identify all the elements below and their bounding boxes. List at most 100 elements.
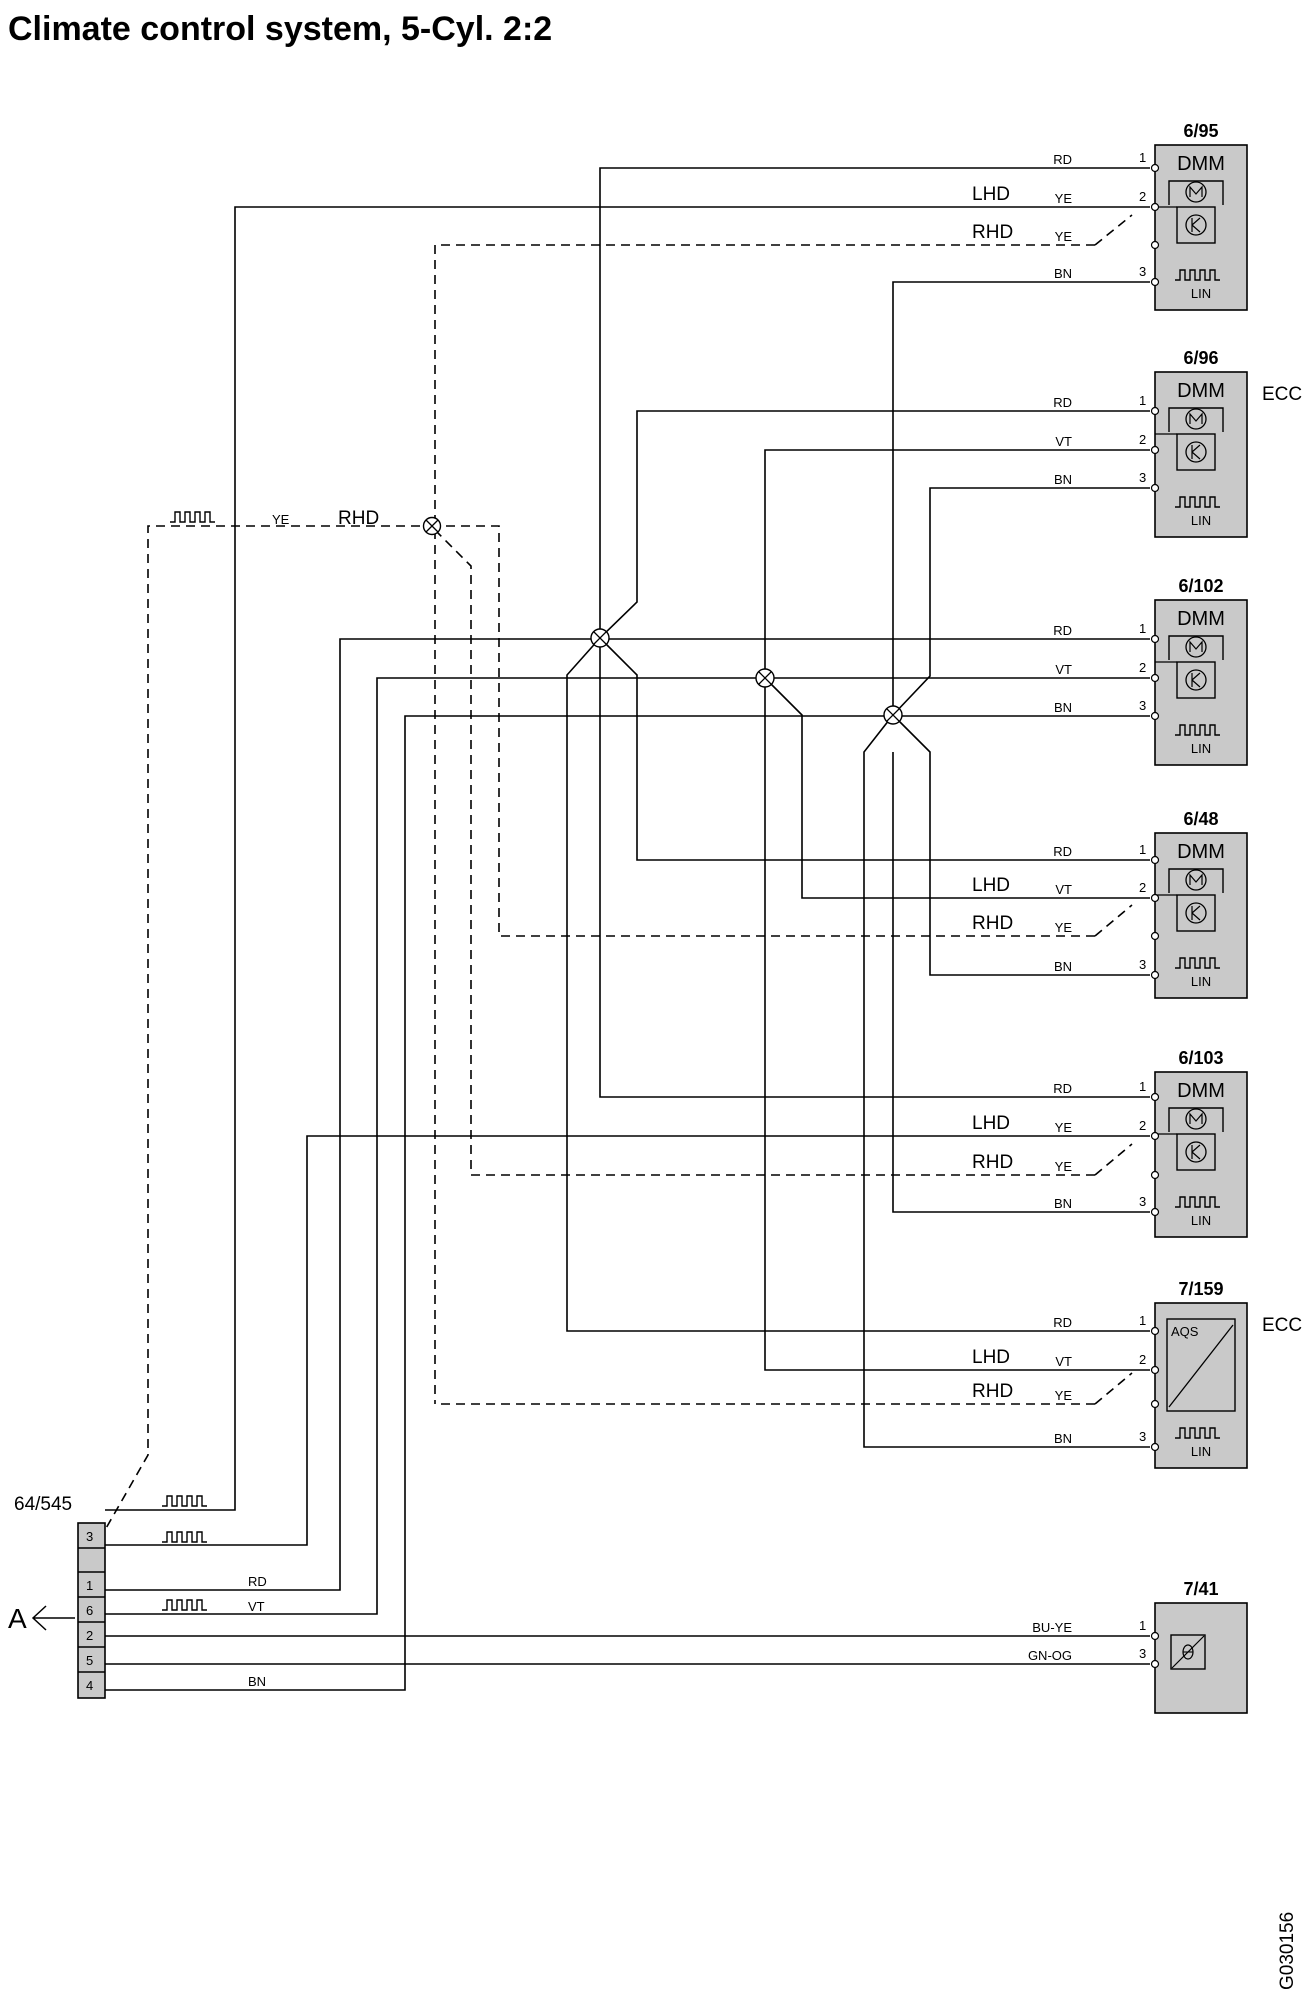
wire-7-159-rhd-link: [1094, 1372, 1133, 1405]
pin-row: 3BN: [1054, 957, 1160, 980]
wire-variant-label: RHD: [338, 508, 379, 529]
wire-variant: RHD: [972, 1152, 1013, 1173]
system-label: ECC: [1262, 1315, 1302, 1336]
wire-6-48-ye-rhd: [430, 525, 1095, 937]
connector-64-545: 64/545 3 1 6 2 5 4: [14, 1494, 106, 1699]
motor-icon: [1185, 869, 1207, 891]
wire-color: BN: [1054, 1431, 1072, 1446]
air-quality-sensor-icon: [1166, 1318, 1236, 1412]
pin-row: 2VT: [1055, 660, 1160, 683]
splice-point: [422, 516, 442, 536]
pin-number: 2: [1139, 189, 1146, 204]
pin-terminal: [1150, 893, 1160, 903]
wire-6-48-vt: [764, 677, 1150, 899]
splice-point: [883, 705, 903, 725]
lin-signal-icon: [161, 1495, 208, 1507]
wire-6-103-bn: [892, 752, 1150, 1213]
pin-row: 1 RD: [1053, 150, 1160, 173]
pin-row: 1RD: [1053, 621, 1160, 644]
module-label: DMM: [1177, 380, 1225, 402]
pin-row: 3 BN: [1054, 470, 1160, 493]
motor-icon: [1185, 1108, 1207, 1130]
pin-terminal: [1150, 1131, 1160, 1141]
wire-color: BN: [1054, 472, 1072, 487]
pin-number: 2: [1139, 1118, 1146, 1133]
wire-color: YE: [1055, 1388, 1073, 1403]
wire-6-96-vt: [764, 449, 1150, 678]
wire-color: BN: [1054, 266, 1072, 281]
wire-6-96-bn: [892, 487, 1150, 716]
pin-terminal: [1150, 970, 1160, 980]
wire-6-102-bn: [105, 715, 1150, 1691]
connector-id: 64/545: [14, 1494, 72, 1515]
transistor-icon: [1185, 214, 1207, 236]
pin-terminal: [1150, 483, 1160, 493]
wire-color: YE: [1055, 920, 1073, 935]
pin-number: 1: [1139, 150, 1146, 165]
pin-row: 2VT: [1055, 432, 1160, 455]
wire-color: VT: [1055, 434, 1072, 449]
wire-color: BN: [1054, 700, 1072, 715]
module-label: DMM: [1177, 841, 1225, 863]
wire-label: BN: [248, 1674, 266, 1689]
component-id: 6/95: [1183, 121, 1218, 141]
wire-variant: LHD: [972, 1347, 1010, 1368]
wire-variant: LHD: [972, 1113, 1010, 1134]
document-code: G030156: [1277, 1912, 1298, 1990]
component-id: 6/96: [1183, 348, 1218, 368]
component-box: [1154, 1602, 1248, 1714]
wire-color: RD: [1053, 152, 1072, 167]
lin-label: LIN: [1191, 974, 1211, 989]
motor-icon: [1185, 636, 1207, 658]
wire-6-103-rhd-link: [1094, 1143, 1133, 1176]
wire-variant: LHD: [972, 875, 1010, 896]
transistor-icon: [1185, 441, 1207, 463]
wire-6-48-bn: [892, 714, 1150, 976]
wire-color: RD: [1053, 844, 1072, 859]
pin-terminal: [1150, 1365, 1160, 1375]
lin-signal-icon: [161, 1531, 208, 1543]
wire-variant: RHD: [972, 913, 1013, 934]
pin-number: 2: [1139, 1352, 1146, 1367]
wire-7-159-vt: [764, 678, 1150, 1371]
component-id: 6/48: [1183, 809, 1218, 829]
pin-number: 3: [1139, 698, 1146, 713]
wire-color: RD: [1053, 1081, 1072, 1096]
pin-number: 3: [1139, 264, 1146, 279]
pin-terminal: [1150, 240, 1160, 250]
splice-point: [755, 668, 775, 688]
pin-terminal: [1150, 855, 1160, 865]
arrow-label: A: [8, 1603, 27, 1634]
lin-label: LIN: [1191, 1213, 1211, 1228]
pin-number: 3: [1139, 1646, 1146, 1661]
component-id: 7/159: [1178, 1279, 1223, 1299]
pin-row: 1 RD: [1053, 1079, 1160, 1102]
pin-row: 1RD: [1053, 1313, 1160, 1336]
wire-variant: RHD: [972, 222, 1013, 243]
pin-number: 2: [1139, 660, 1146, 675]
pin-terminal: [1150, 1442, 1160, 1452]
lin-label: LIN: [1191, 1444, 1211, 1459]
pin-terminal: [1150, 1207, 1160, 1217]
wire-6-102-rd: [105, 638, 1150, 1591]
pin-terminal: [1150, 1170, 1160, 1180]
wire-color: BU-YE: [1032, 1620, 1072, 1635]
transistor-icon: [1185, 669, 1207, 691]
pin-terminal: [1150, 1326, 1160, 1336]
wire-rhd-bus: [104, 525, 435, 1531]
module-label: DMM: [1177, 153, 1225, 175]
splice-point: [590, 628, 610, 648]
connector-pin: 1: [86, 1578, 93, 1593]
wire-6-96-rd: [599, 410, 1150, 639]
component-id: 7/41: [1183, 1579, 1218, 1599]
wire-6-103-ye-lhd: [105, 1135, 1150, 1546]
pin-terminal: [1150, 1092, 1160, 1102]
motor-icon: [1185, 408, 1207, 430]
pin-number: 3: [1139, 470, 1146, 485]
pin-number: 1: [1139, 1079, 1146, 1094]
transistor-icon: [1185, 1141, 1207, 1163]
